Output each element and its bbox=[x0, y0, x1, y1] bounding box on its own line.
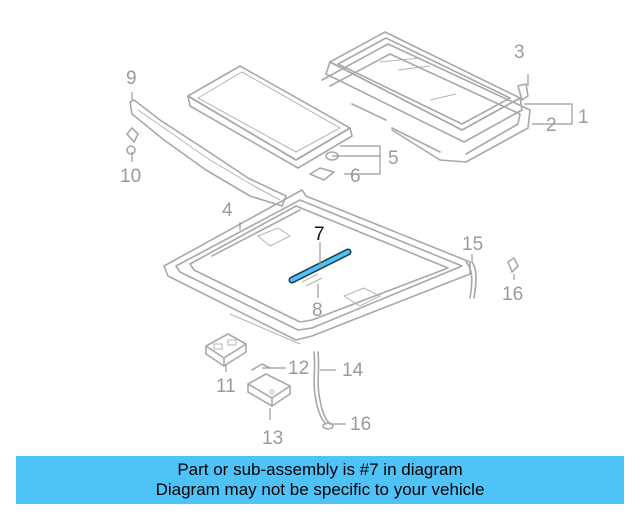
guide-clips bbox=[301, 273, 323, 287]
callout-labels: 1 2 3 4 5 6 7 8 9 10 11 12 13 14 15 16 1… bbox=[120, 42, 589, 449]
banner-line-1: Part or sub-assembly is #7 in diagram bbox=[177, 460, 463, 479]
callout-5: 5 bbox=[388, 148, 399, 169]
callout-9: 9 bbox=[126, 68, 137, 89]
callout-16-bottom: 16 bbox=[350, 414, 371, 435]
callout-8: 8 bbox=[312, 300, 323, 321]
leader-lines bbox=[131, 74, 573, 425]
glass-panel bbox=[325, 31, 523, 143]
info-banner: Part or sub-assembly is #7 in diagram Di… bbox=[16, 456, 624, 504]
drain-tube-front bbox=[313, 351, 334, 430]
callout-10: 10 bbox=[120, 166, 141, 187]
callout-7: 7 bbox=[314, 224, 325, 245]
callout-3: 3 bbox=[514, 42, 525, 63]
glass-frame-seal bbox=[321, 43, 531, 163]
callout-14: 14 bbox=[342, 360, 364, 381]
callout-11: 11 bbox=[216, 376, 236, 397]
callout-12: 12 bbox=[288, 358, 309, 379]
callout-13: 13 bbox=[262, 428, 283, 449]
callout-15: 15 bbox=[462, 234, 483, 255]
sunroof-frame bbox=[163, 189, 471, 345]
small-clips bbox=[126, 83, 529, 181]
parts-diagram: 1 2 3 4 5 6 7 8 9 10 11 12 13 14 15 16 1… bbox=[120, 31, 589, 449]
callout-4: 4 bbox=[222, 200, 233, 221]
banner-line-2: Diagram may not be specific to your vehi… bbox=[155, 480, 485, 499]
callout-2: 2 bbox=[546, 115, 557, 136]
callout-6: 6 bbox=[350, 166, 361, 187]
sunshade-panel bbox=[187, 65, 353, 169]
sunroof-motor bbox=[205, 333, 247, 367]
callout-16-right: 16 bbox=[502, 284, 523, 305]
wind-deflector-rail bbox=[129, 99, 287, 207]
mounting-bracket bbox=[247, 363, 291, 407]
callout-1: 1 bbox=[578, 107, 589, 128]
drain-tube-rear bbox=[465, 261, 477, 299]
clip-right bbox=[507, 257, 519, 273]
